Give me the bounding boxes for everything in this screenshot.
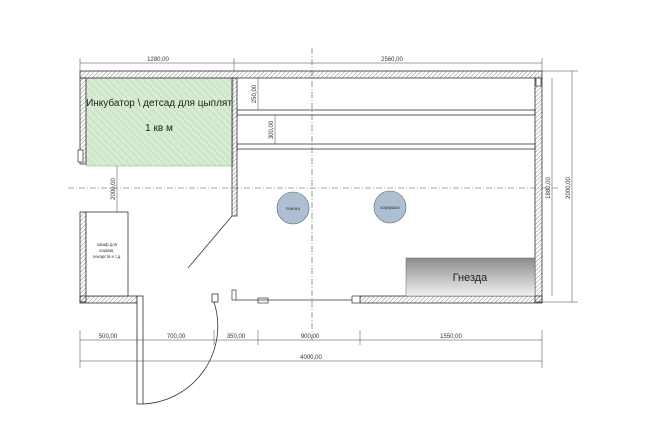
dim-b2: 700,00 [167, 334, 186, 340]
wall-top [79, 70, 543, 79]
partition-wall [231, 77, 238, 217]
nests-box [405, 257, 536, 297]
walls [79, 70, 543, 304]
waterer-label: кормушка [380, 205, 400, 210]
dim-right-outer: 2000,00 [566, 177, 572, 199]
wall-left-lower [79, 211, 87, 303]
zone-label: Инкубатор \ детсад для цыплят [86, 97, 232, 109]
incubator-zone [85, 77, 234, 167]
dim-shelf2: 300,00 [269, 120, 275, 139]
dim-b3: 350,00 [227, 334, 246, 340]
dim-right-inner: 1880,00 [546, 177, 552, 199]
waterer-circle [373, 190, 407, 224]
wall-bottom-right [359, 295, 543, 304]
dimension-lines [79, 58, 578, 368]
window-marks [77, 77, 542, 163]
shelf-lower [236, 143, 536, 150]
dim-b1: 500,00 [99, 334, 118, 340]
zone-area: 1 кв м [145, 123, 173, 134]
dim-b5: 1550,00 [440, 334, 462, 340]
wall-left-upper [79, 77, 87, 165]
dim-top-left: 1280,00 [147, 57, 169, 63]
interior-door [187, 215, 233, 269]
axes [68, 48, 560, 340]
feeder-label: поилка [286, 206, 300, 211]
shelf-upper [236, 109, 536, 116]
storage-cabinet [85, 211, 129, 297]
entrance-door [136, 293, 219, 405]
feeder-circle [276, 191, 310, 225]
dim-b4: 900,00 [301, 334, 320, 340]
shelves [236, 109, 536, 150]
wall-right [534, 77, 543, 303]
cabinet-label-1: Шкаф для [97, 242, 117, 247]
opening-marks [231, 289, 361, 304]
nests-label: Гнезда [453, 272, 489, 284]
dim-total: 4000,00 [300, 355, 322, 361]
dim-shelf1: 250,00 [252, 84, 258, 103]
cabinet-label-3: лекарств и т.д. [93, 254, 121, 259]
cabinet-label-2: кормов, [99, 248, 114, 253]
dim-left-height: 2000,00 [111, 178, 117, 200]
wall-bottom-left [79, 295, 138, 304]
dim-top-right: 2560,00 [381, 57, 403, 63]
